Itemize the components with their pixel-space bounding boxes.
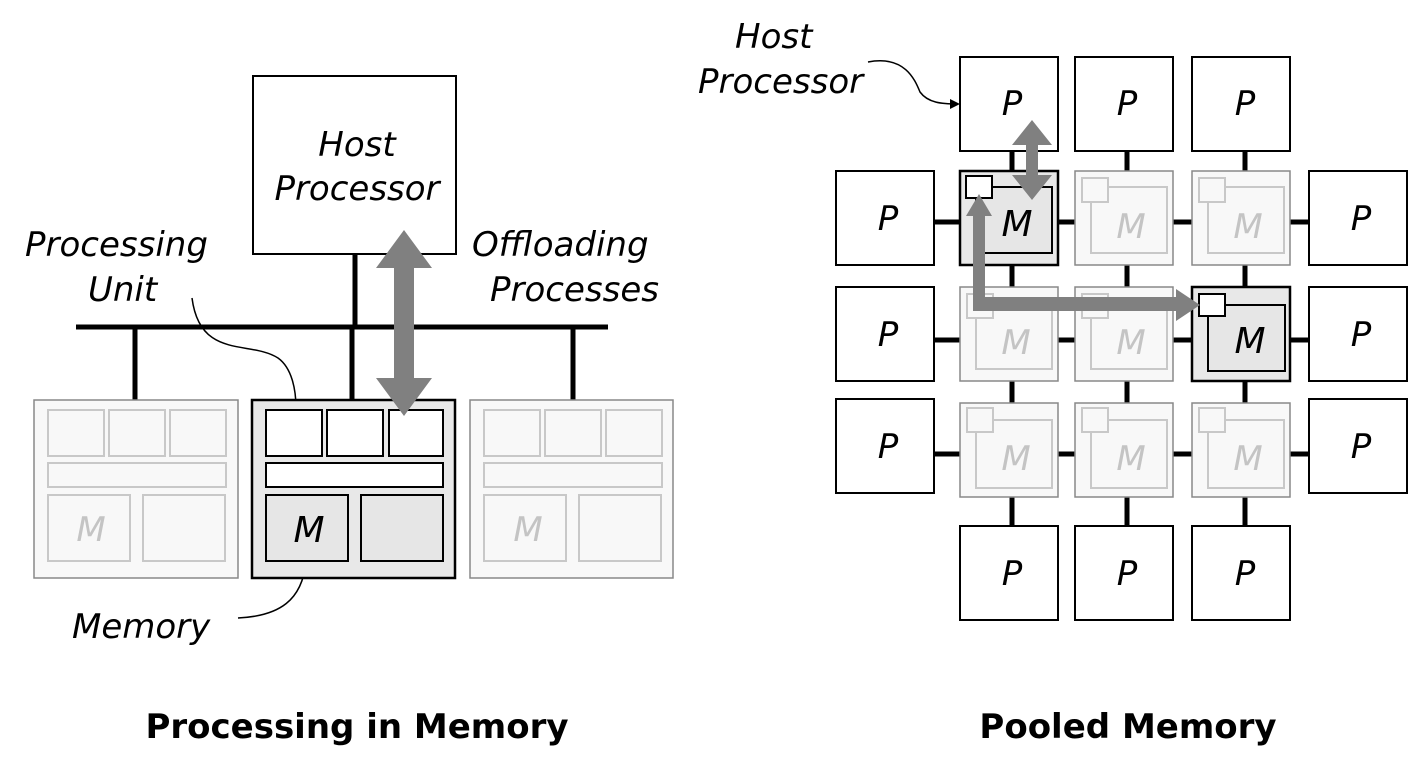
svg-text:M: M: [1116, 207, 1145, 247]
svg-text:M: M: [1001, 323, 1030, 363]
pim-pu-label-line2: Unit: [88, 270, 159, 310]
pim-memory-block-label: M: [293, 510, 324, 551]
pooled-memory-node-active: M: [1190, 285, 1292, 383]
pooled-processor: P: [1308, 398, 1408, 494]
pooled-route-arrow: [966, 194, 1200, 321]
pooled-memory-node: M: [1191, 170, 1291, 266]
svg-text:P: P: [878, 427, 899, 467]
pim-memory-block: [265, 494, 349, 562]
pim-offload-label-line2: Processes: [490, 270, 659, 310]
pim-diagram: Host Processor Processing Unit Offloadin…: [25, 75, 674, 747]
svg-text:P: P: [1117, 84, 1138, 124]
pim-module-bar: [265, 462, 444, 488]
pim-caption: Processing in Memory: [145, 707, 568, 747]
svg-text:P: P: [1351, 315, 1372, 355]
svg-text:P: P: [1351, 199, 1372, 239]
pim-module-center: M: [250, 398, 457, 580]
pooled-caption: Pooled Memory: [979, 707, 1276, 747]
pooled-memory-node: M: [959, 402, 1059, 498]
pooled-processor: P: [1191, 525, 1291, 621]
pim-processing-unit-2: [326, 409, 384, 457]
svg-text:M: M: [1233, 439, 1262, 479]
svg-text:M: M: [513, 510, 542, 550]
svg-text:P: P: [1235, 84, 1256, 124]
pooled-processor: P: [1074, 525, 1174, 621]
svg-text:M: M: [1233, 207, 1262, 247]
pooled-host-label-line2: Processor: [698, 62, 865, 102]
pim-host-label-line2: Processor: [274, 169, 441, 209]
pooled-processor: P: [1074, 56, 1174, 152]
pooled-processor: P: [835, 286, 935, 382]
pim-processing-unit-3: [388, 409, 444, 457]
pim-module-left: M: [33, 399, 239, 579]
pooled-processor: P: [1191, 56, 1291, 152]
pim-pu-callout: [191, 297, 301, 410]
pooled-processor: P: [835, 398, 935, 494]
pim-memory-block-2: [360, 494, 444, 562]
svg-text:P: P: [1235, 554, 1256, 594]
pooled-host-memory-arrow: [1012, 120, 1052, 200]
svg-text:M: M: [1001, 204, 1032, 245]
svg-text:P: P: [878, 315, 899, 355]
pooled-diagram: Host Processor P P P P P P P P P P P P M: [698, 17, 1408, 747]
pooled-memory-node: M: [1074, 170, 1174, 266]
pim-host-processor-box: [252, 75, 457, 255]
pooled-processor: P: [1308, 170, 1408, 266]
svg-text:M: M: [1234, 321, 1265, 362]
pim-processing-unit-1: [265, 409, 323, 457]
svg-text:P: P: [1117, 554, 1138, 594]
svg-text:P: P: [1002, 554, 1023, 594]
svg-text:M: M: [1116, 439, 1145, 479]
pim-memory-label: Memory: [72, 607, 211, 647]
svg-text:M: M: [1116, 323, 1145, 363]
pim-offload-label-line1: Offloading: [472, 225, 649, 265]
svg-text:P: P: [1351, 427, 1372, 467]
pooled-host-callout: [867, 60, 960, 109]
pooled-processor: P: [835, 170, 935, 266]
pim-offload-arrow: [376, 230, 432, 416]
pooled-memory-node: M: [1074, 402, 1174, 498]
pooled-memory-node: M: [1191, 402, 1291, 498]
pim-pu-label-line1: Processing: [25, 225, 208, 265]
svg-text:P: P: [878, 199, 899, 239]
pim-module-right: M: [469, 399, 674, 579]
pooled-host-label-line1: Host: [735, 17, 814, 57]
svg-text:P: P: [1002, 84, 1023, 124]
pim-host-label-line1: Host: [318, 125, 397, 165]
svg-text:M: M: [76, 510, 105, 550]
svg-text:M: M: [1001, 439, 1030, 479]
pooled-processor: P: [959, 525, 1059, 621]
pooled-processor: P: [1308, 286, 1408, 382]
